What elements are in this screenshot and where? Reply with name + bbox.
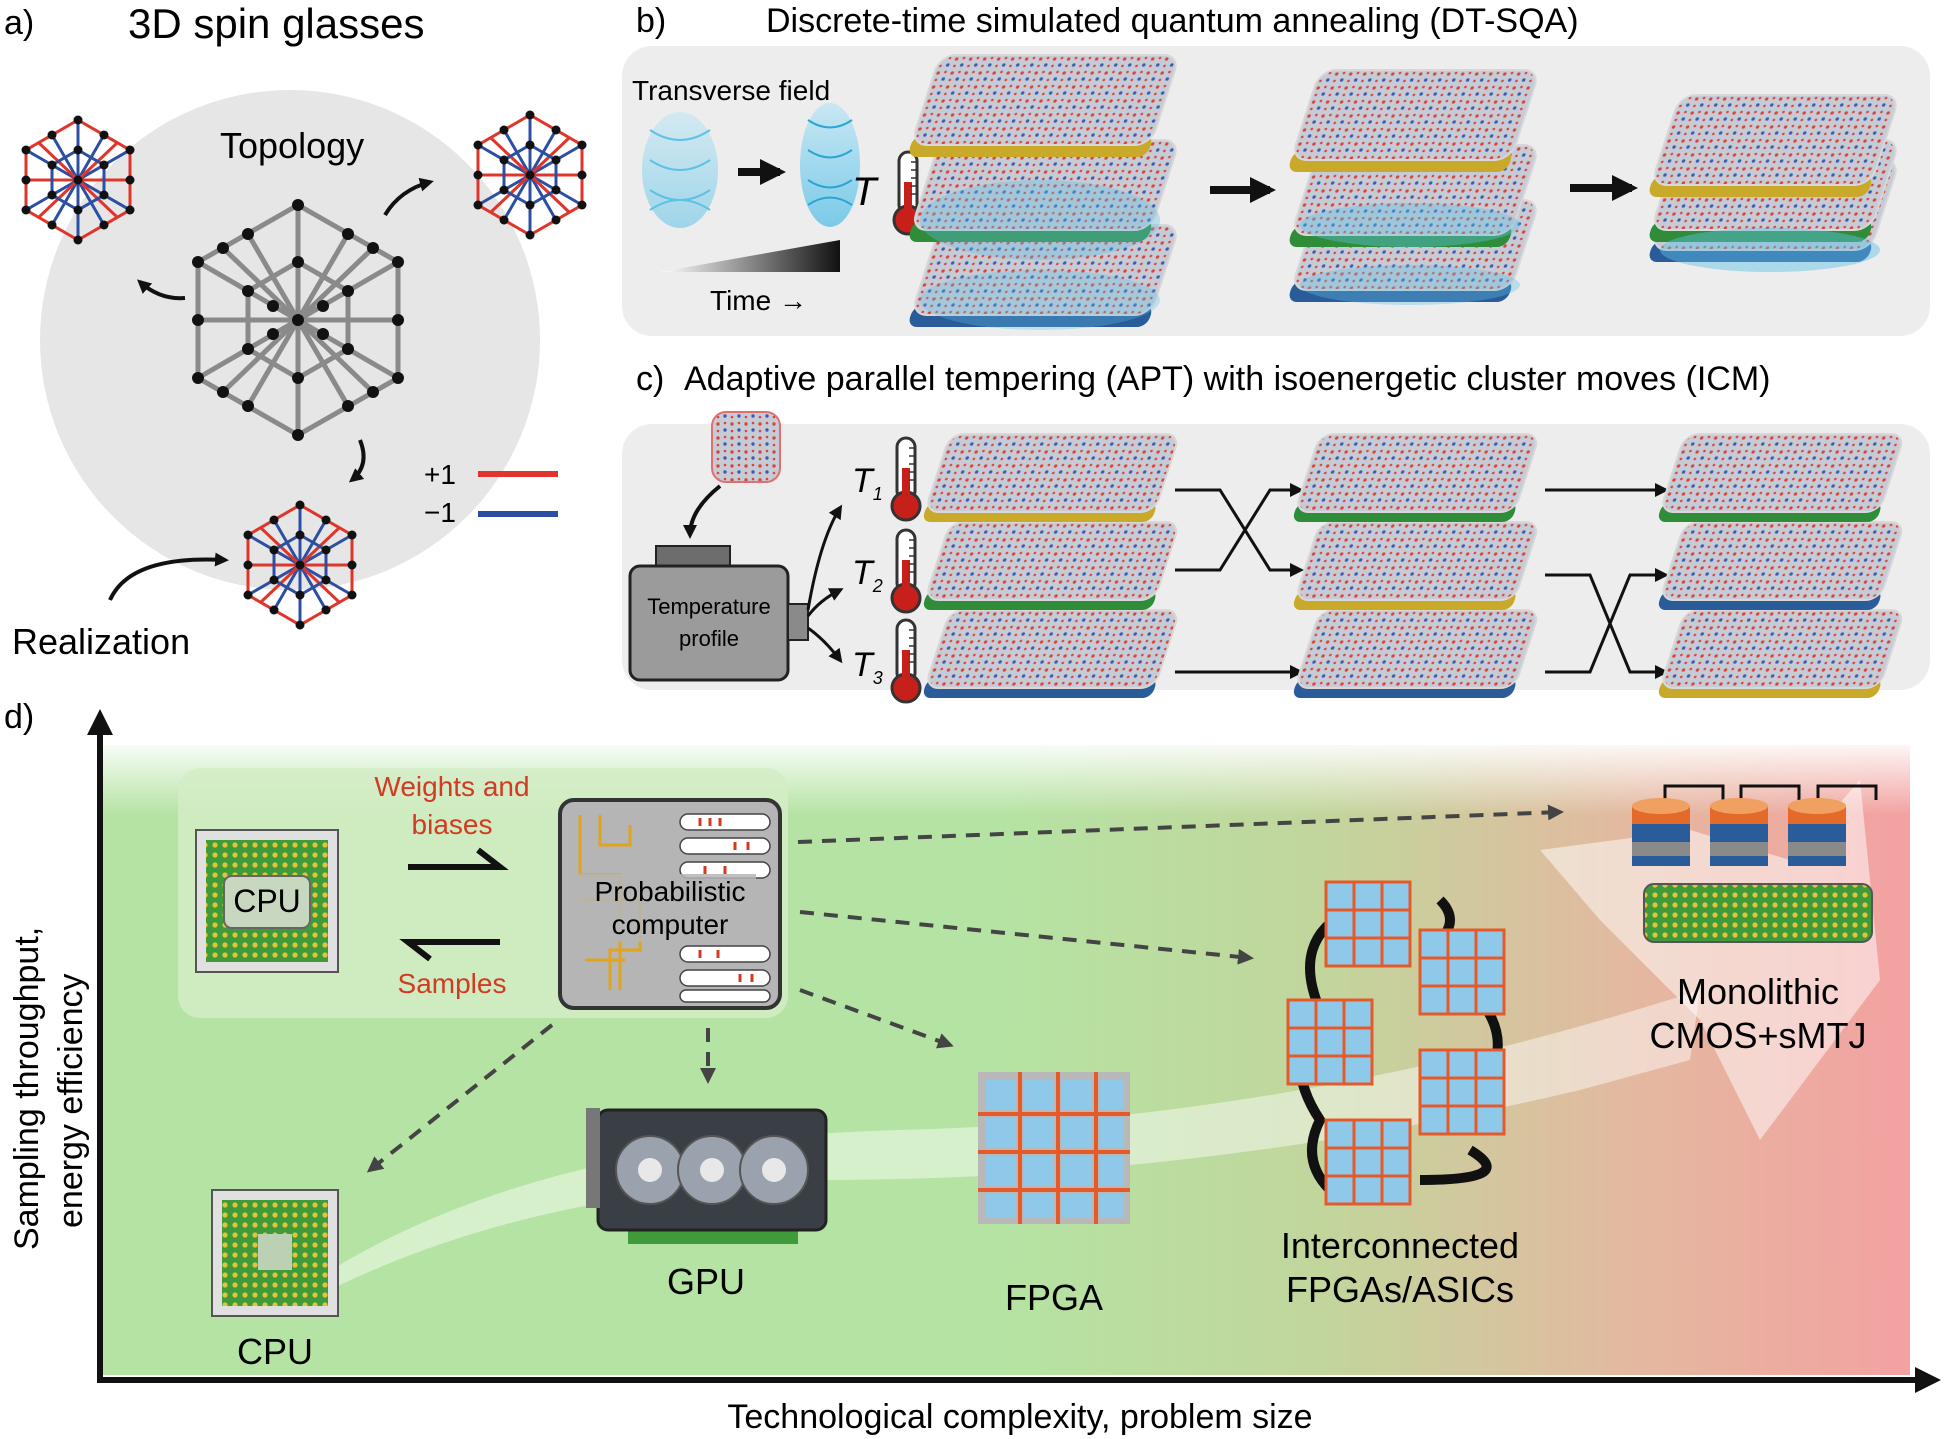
swap-arrows-2 [1545,483,1669,679]
annealing-stack-2 [1289,69,1537,305]
interconnected-label-line1: Interconnected [1281,1225,1519,1266]
t3-symbol: T3 [852,646,883,688]
topology-background-circle [40,90,540,590]
fpga-device: FPGA [978,1072,1130,1318]
panel-c-title: Adaptive parallel tempering (APT) with i… [684,360,1771,398]
scaling-trend-arrowhead [1540,780,1880,1140]
cpu-label: CPU [237,1331,313,1372]
profile-line2: profile [679,626,739,651]
annealing-stack-3 [1649,94,1897,272]
panel-a-label: a) [4,4,34,42]
replica-column-2 [1293,433,1538,698]
spin-glass-thumbnail [711,411,781,483]
probabilistic-computer: Probabilistic computer [558,798,782,1010]
time-label: Time → [710,285,807,316]
smtj-pillar-3 [1788,798,1846,866]
panel-d: d) Sampling throughput, energy efficienc… [4,698,1941,1436]
thermometer-t3 [890,618,922,704]
temperature-profile-box: Temperature profile [628,545,809,682]
arrow-to-right-realization [383,177,434,217]
legend-plus-one: +1 [424,459,456,490]
transverse-field-label: Transverse field [632,75,830,106]
realization-label: Realization [12,621,190,662]
arrow-to-bottom-realization [348,439,366,483]
monolithic-label-line1: Monolithic [1677,971,1839,1012]
samples-half-arrow [399,939,500,962]
interconnected-fpgas: Interconnected FPGAs/ASICs [1281,880,1519,1310]
thermometer-t2 [890,528,922,614]
smtj-pillar-1 [1632,798,1690,866]
realization-pointer-arrow [108,552,229,601]
host-cpu-chip: CPU [195,829,339,973]
gpu-label: GPU [667,1261,745,1302]
cmos-board [1643,883,1873,943]
t1-symbol: T1 [852,462,883,504]
panel-b-label: b) [636,2,666,40]
replica-column-3 [1658,433,1903,698]
dashed-arrows [366,804,1564,1173]
temperature-symbol-b: T [852,170,879,214]
pcomp-label-line2: computer [612,909,729,940]
transverse-field-strong [800,103,860,227]
transverse-field-weak [642,112,718,228]
profile-to-t3-arrow [807,626,843,664]
weights-label-line2: biases [412,809,493,840]
monolithic-label-line2: CMOS+sMTJ [1649,1015,1866,1056]
panel-c: c) Adaptive parallel tempering (APT) wit… [622,360,1930,704]
t2-symbol: T2 [852,554,883,596]
panel-b-title: Discrete-time simulated quantum annealin… [766,2,1579,40]
monolithic-cmos-smtj: Monolithic CMOS+sMTJ [1632,784,1878,1056]
topology-label: Topology [220,125,364,166]
weights-label-line1: Weights and [374,771,529,802]
smtj-pillar-2 [1710,798,1768,866]
y-axis-label-line2: energy efficiency [52,973,90,1228]
time-gradient-wedge [660,240,840,272]
legend-minus-one: −1 [424,497,456,528]
panel-c-label: c) [636,360,664,398]
host-cpu-label: CPU [233,883,301,919]
profile-to-t1-arrow [806,504,843,611]
swap-arrows-1 [1175,483,1304,679]
interconnected-label-line2: FPGAs/ASICs [1286,1269,1514,1310]
arrow-to-left-realization [137,279,186,301]
samples-label: Samples [398,968,507,999]
pcomp-label-line1: Probabilistic [595,876,746,907]
y-axis-label-line1: Sampling throughput, [8,927,46,1250]
fpga-label: FPGA [1005,1277,1103,1318]
gpu-device: GPU [586,1108,828,1302]
weights-half-arrow [408,847,509,870]
x-axis-label: Technological complexity, problem size [727,1398,1312,1436]
profile-line1: Temperature [647,594,771,619]
annealing-stack-1 [909,54,1177,330]
thumbnail-to-profile-arrow [683,484,722,539]
thermometer-t1 [890,436,922,522]
cpu-device: CPU [211,1189,339,1372]
panel-d-label: d) [4,698,34,736]
panel-a: a) 3D spin glasses Topology [4,0,588,662]
profile-to-t2-arrow [806,588,844,617]
topology-lattice [192,199,404,441]
panel-b: b) Discrete-time simulated quantum annea… [622,2,1930,336]
panel-a-title: 3D spin glasses [128,0,424,47]
replica-column-1 [923,433,1178,698]
